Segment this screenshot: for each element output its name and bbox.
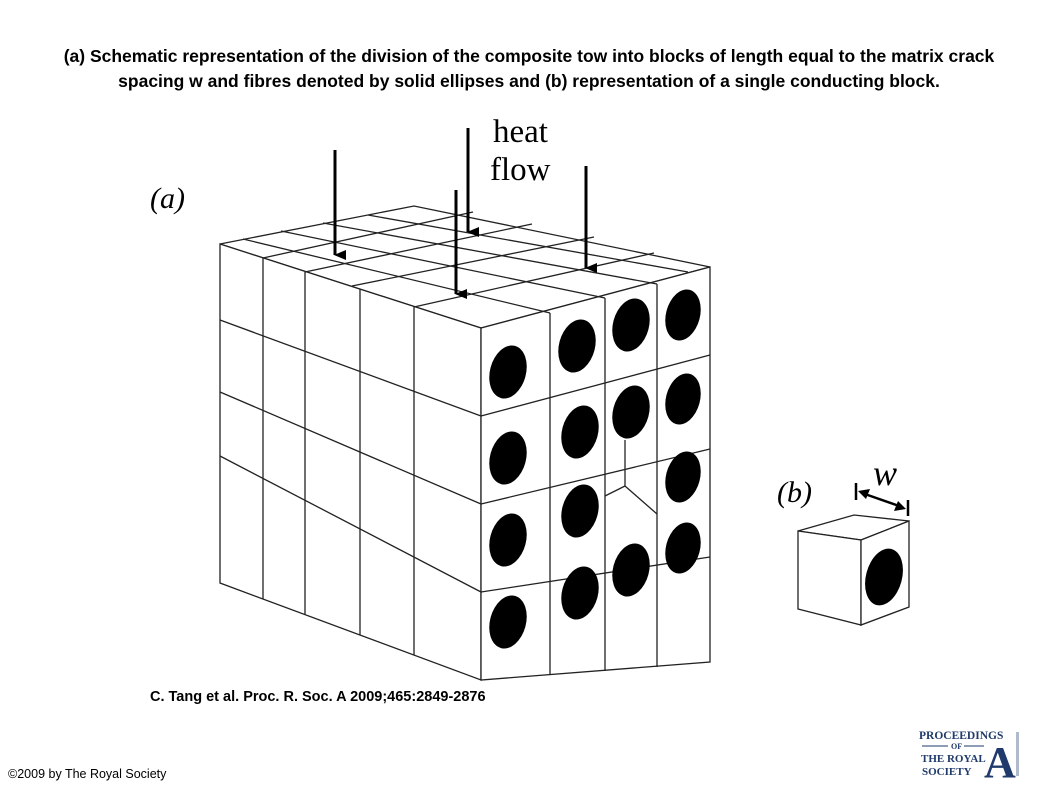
block-left-face <box>797 530 862 626</box>
single-block-b <box>797 514 910 626</box>
copyright-notice: ©2009 by The Royal Society <box>8 767 167 781</box>
svg-text:A: A <box>984 738 1016 780</box>
fibre-ellipse <box>561 405 599 459</box>
fibre-ellipse <box>489 513 527 567</box>
fibres <box>489 289 701 649</box>
figure-caption: (a) Schematic representation of the divi… <box>63 46 995 91</box>
fibre-ellipse <box>612 543 650 597</box>
svg-text:THE ROYAL: THE ROYAL <box>921 753 986 765</box>
fibre-ellipse <box>665 373 701 425</box>
heat-label: heat <box>493 114 548 150</box>
fibre-ellipse <box>665 289 701 341</box>
citation: C. Tang et al. Proc. R. Soc. A 2009;465:… <box>150 689 486 705</box>
fibre-ellipse <box>489 595 527 649</box>
fibre-ellipse <box>612 385 650 439</box>
dimension-w-arrow <box>854 483 910 516</box>
svg-text:PROCEEDINGS: PROCEEDINGS <box>919 730 1003 742</box>
fibre-ellipse <box>561 484 599 538</box>
fibre-ellipse <box>665 451 701 503</box>
fibre-ellipse <box>561 566 599 620</box>
heat-flow-arrows <box>333 128 597 299</box>
proceedings-royal-society-logo: PROCEEDINGS OF THE ROYAL SOCIETY A <box>919 730 1019 780</box>
svg-text:OF: OF <box>951 742 962 751</box>
fibre-ellipse <box>489 431 527 485</box>
block-fibre-ellipse <box>865 548 903 606</box>
svg-text:SOCIETY: SOCIETY <box>922 766 972 778</box>
label-a: (a) <box>150 182 185 215</box>
dimension-w-label: w <box>873 453 897 493</box>
cube-a <box>219 205 711 681</box>
label-b: (b) <box>777 476 812 509</box>
flow-label: flow <box>490 152 551 188</box>
fibre-ellipse <box>665 522 701 574</box>
fibre-ellipse <box>558 319 596 373</box>
fibre-ellipse <box>612 298 650 352</box>
fibre-ellipse <box>489 345 527 399</box>
caption-area: (a) Schematic representation of the divi… <box>0 0 1058 112</box>
